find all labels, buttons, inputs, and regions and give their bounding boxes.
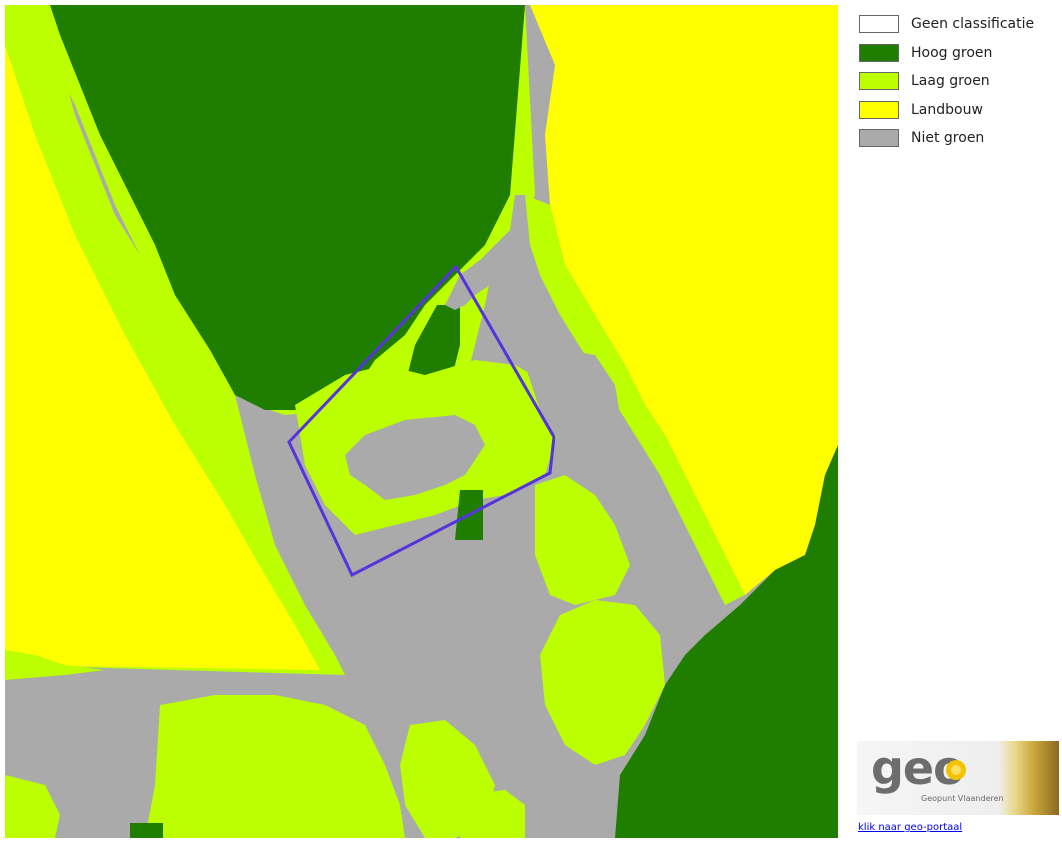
geopunt-logo[interactable]: geo Geopunt Vlaanderen <box>857 741 1059 815</box>
laag-groen-area <box>460 790 525 838</box>
laag-groen-area <box>535 475 630 605</box>
legend-swatch-geen-classificatie <box>859 15 899 34</box>
legend-item-landbouw: Landbouw <box>859 96 1059 125</box>
geo-portal-link[interactable]: klik naar geo-portaal <box>858 822 963 833</box>
map-legend: Geen classificatie Hoog groen Laag groen… <box>859 10 1059 153</box>
geo-logo-subtitle: Geopunt Vlaanderen <box>921 794 1004 803</box>
landbouw-area <box>5 45 320 670</box>
laag-groen-area <box>5 775 60 838</box>
laag-groen-area <box>145 695 405 838</box>
legend-item-hoog-groen: Hoog groen <box>859 39 1059 68</box>
land-cover-map[interactable] <box>5 5 838 838</box>
hoog-groen-area <box>615 445 838 838</box>
legend-item-geen-classificatie: Geen classificatie <box>859 10 1059 39</box>
legend-swatch-laag-groen <box>859 72 899 91</box>
landbouw-area <box>530 5 838 595</box>
niet-groen-area <box>525 350 620 445</box>
legend-label: Landbouw <box>911 101 983 118</box>
legend-swatch-niet-groen <box>859 129 899 148</box>
legend-label: Laag groen <box>911 73 990 90</box>
legend-label: Niet groen <box>911 130 985 147</box>
legend-item-laag-groen: Laag groen <box>859 67 1059 96</box>
hoog-groen-area <box>50 5 525 410</box>
legend-label: Geen classificatie <box>911 16 1035 33</box>
sun-icon <box>946 760 966 780</box>
hoog-groen-area <box>130 823 163 838</box>
legend-swatch-landbouw <box>859 100 899 119</box>
laag-groen-area <box>5 650 105 680</box>
parcel-outline <box>287 264 556 578</box>
laag-groen-area <box>540 600 665 765</box>
niet-groen-area <box>345 415 485 500</box>
niet-groen-area <box>445 195 530 310</box>
map-canvas <box>5 5 838 838</box>
legend-swatch-hoog-groen <box>859 43 899 62</box>
laag-groen-area <box>525 195 745 605</box>
legend-label: Hoog groen <box>911 44 993 61</box>
legend-item-niet-groen: Niet groen <box>859 124 1059 153</box>
